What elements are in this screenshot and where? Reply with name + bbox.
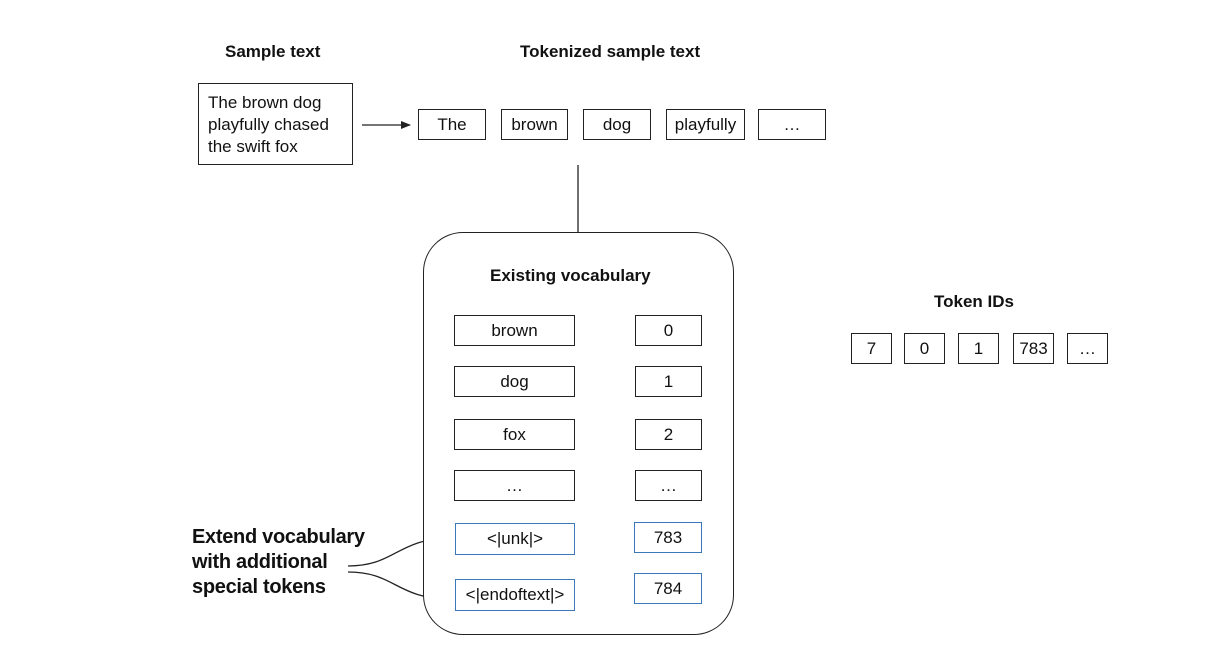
vocab-id-box: 2	[635, 419, 702, 450]
vocab-id-box: …	[635, 470, 702, 501]
token-box: playfully	[666, 109, 745, 140]
token-box: brown	[501, 109, 568, 140]
vocab-token-box: brown	[454, 315, 575, 346]
extend-vocabulary-callout: Extend vocabulary with additional specia…	[192, 525, 365, 600]
token-id-box: 1	[958, 333, 999, 364]
special-token-box: <|unk|>	[455, 523, 575, 555]
token-box: The	[418, 109, 486, 140]
tokenized-text-heading: Tokenized sample text	[520, 42, 701, 61]
vocabulary-heading: Existing vocabulary	[490, 266, 651, 285]
token-id-box: 7	[851, 333, 892, 364]
sample-text-line: The brown dog	[208, 93, 322, 112]
special-id-box: 784	[634, 573, 702, 604]
vocab-id-box: 1	[635, 366, 702, 397]
token-id-box: 0	[904, 333, 945, 364]
vocab-token-box: fox	[454, 419, 575, 450]
special-token-box: <|endoftext|>	[455, 579, 575, 611]
special-id-box: 783	[634, 522, 702, 553]
token-id-box: …	[1067, 333, 1108, 364]
vocab-id-box: 0	[635, 315, 702, 346]
sample-text-line: the swift fox	[208, 137, 298, 156]
token-id-box: 783	[1013, 333, 1054, 364]
token-box: dog	[583, 109, 651, 140]
sample-text-line: playfully chased	[208, 115, 329, 134]
callout-line: Extend vocabulary	[192, 526, 365, 548]
vocab-token-box: dog	[454, 366, 575, 397]
sample-text-heading: Sample text	[225, 42, 321, 61]
callout-line: special tokens	[192, 576, 326, 598]
token-box: …	[758, 109, 826, 140]
token-ids-heading: Token IDs	[934, 292, 1014, 311]
sample-text-box: The brown dog playfully chased the swift…	[198, 83, 353, 165]
vocab-token-box: …	[454, 470, 575, 501]
callout-line: with additional	[192, 551, 328, 573]
